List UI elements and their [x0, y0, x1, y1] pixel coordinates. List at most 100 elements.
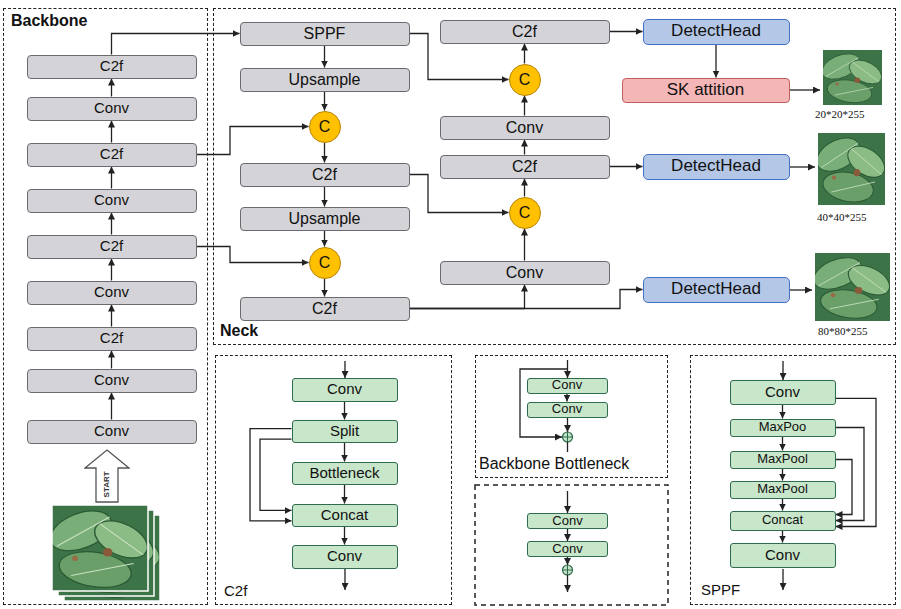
module-box: C2f: [27, 327, 197, 351]
input-arrow: [344, 361, 345, 378]
concat-circle: C: [509, 64, 541, 96]
flow-connector: [111, 79, 112, 97]
output-arrow: [790, 289, 812, 290]
attention-box: SK attition: [622, 78, 790, 103]
flow-arrow: [567, 418, 568, 432]
output-line: [567, 442, 568, 452]
flow-connector: [324, 92, 325, 111]
flow-connector: [111, 393, 112, 420]
layer-box: MaxPool: [730, 451, 836, 469]
node-label: Conv: [552, 514, 582, 528]
output-image: [812, 131, 890, 206]
layer-box: Conv: [527, 402, 608, 418]
flow-connector: [344, 402, 345, 420]
output-arrow: [782, 569, 783, 590]
module-box: Conv: [27, 369, 197, 393]
node-label: Concat: [762, 513, 803, 527]
layer-box: MaxPool: [730, 481, 836, 499]
module-box: Conv: [440, 116, 610, 140]
start-arrow-outline: [85, 450, 129, 502]
layer-box: Conv: [730, 543, 836, 568]
layer-box: Conv: [527, 378, 608, 394]
node-label: Conv: [552, 378, 582, 392]
add-symbol: [563, 565, 573, 575]
flow-connector: [111, 351, 112, 369]
flow-connector: [111, 213, 112, 235]
dashed-panel: Backbone BottleneckConvConv: [475, 355, 668, 478]
flow-connector: [324, 279, 325, 297]
flow-connector: [324, 231, 325, 247]
flow-connector: [782, 469, 783, 481]
layer-box: Split: [292, 420, 398, 443]
node-label: Conv: [506, 264, 543, 282]
flow-arrow: [567, 557, 568, 565]
layer-box: Concat: [730, 511, 836, 531]
node-label: Conv: [94, 372, 129, 389]
layer-box: Conv: [527, 513, 608, 529]
node-label: C2f: [100, 330, 123, 347]
node-label: C: [319, 118, 331, 136]
flow-connector: [524, 96, 525, 116]
flow-connector: [836, 398, 877, 526]
flow-connector: [610, 166, 643, 167]
flow-connector: [111, 167, 112, 189]
node-label: DetectHead: [671, 280, 761, 299]
flow-connector: [410, 285, 525, 309]
flow-connector: [524, 179, 525, 197]
node-label: C2f: [100, 238, 123, 255]
module-box: Conv: [27, 420, 197, 444]
flow-connector: [344, 527, 345, 545]
node-label: Conv: [94, 423, 129, 440]
node-label: Conv: [94, 284, 129, 301]
concat-circle: C: [309, 111, 341, 143]
node-label: Conv: [327, 381, 362, 398]
flow-connector: [112, 34, 240, 55]
node-label: MaxPool: [757, 452, 808, 466]
panel-title: Backbone: [11, 12, 87, 30]
node-label: Conv: [765, 547, 800, 564]
node-label: Conv: [552, 542, 582, 556]
node-label: Conv: [552, 402, 582, 416]
node-label: Conv: [94, 100, 129, 117]
flow-connector: [782, 531, 783, 543]
output-arrow: [790, 89, 820, 90]
module-box: C2f: [240, 163, 410, 187]
output-arrow: [344, 569, 345, 590]
module-box: Conv: [27, 97, 197, 121]
panel-title: SPPF: [701, 582, 740, 599]
node-label: SPPF: [304, 25, 346, 43]
flow-connector: [566, 394, 567, 402]
flow-connector: [324, 143, 325, 163]
detect-head-box: DetectHead: [643, 19, 790, 45]
input-arrow: [782, 361, 783, 380]
node-label: Concat: [321, 507, 369, 524]
module-box: C2f: [240, 297, 410, 321]
node-label: Conv: [327, 548, 362, 565]
dashed-panel: BackboneC2fConvC2fConvC2fConvC2fConvConv…: [3, 8, 208, 605]
module-box: Upsample: [240, 207, 410, 231]
node-label: START: [102, 471, 111, 497]
flow-connector: [610, 31, 643, 32]
panel-title: Backbone Bottleneck: [479, 455, 629, 473]
output-arrow: [790, 166, 815, 167]
node-label: Conv: [506, 119, 543, 137]
node-label: C2f: [512, 158, 537, 176]
flow-connector: [410, 175, 509, 213]
node-label: Upsample: [288, 210, 360, 228]
dashed-panel: SPPFConvMaxPooMaxPoolMaxPoolConcatConv: [690, 355, 896, 605]
node-label: Upsample: [288, 71, 360, 89]
flow-connector: [782, 437, 783, 451]
size-label: 80*80*255: [818, 325, 868, 337]
module-box: C2f: [27, 143, 197, 167]
flow-connector: [111, 259, 112, 281]
flow-connector: [524, 229, 525, 261]
flow-connector: [782, 499, 783, 511]
module-box: SPPF: [240, 22, 410, 46]
module-box: C2f: [27, 235, 197, 259]
node-label: Conv: [94, 192, 129, 209]
flow-connector: [250, 429, 292, 521]
node-label: Conv: [765, 384, 800, 401]
layer-box: Conv: [730, 380, 836, 405]
module-box: C2f: [440, 155, 610, 179]
